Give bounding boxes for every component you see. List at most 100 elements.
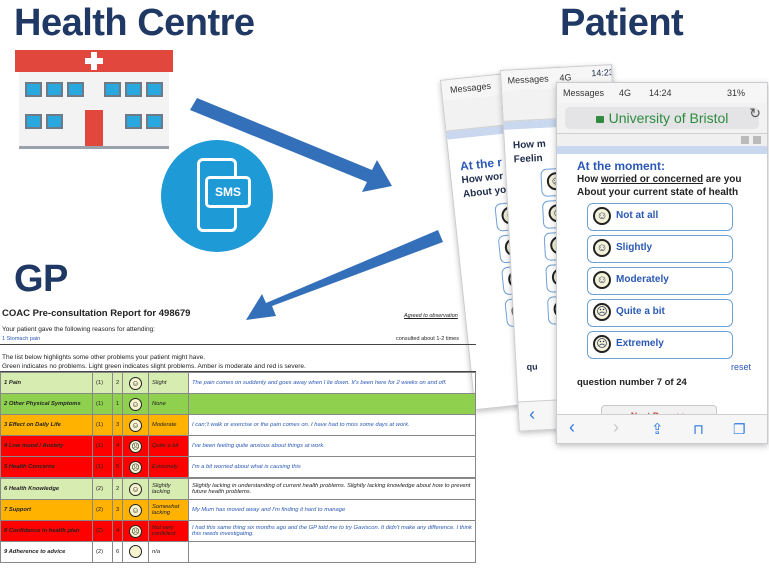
option-extremely[interactable]: ☹ Extremely — [587, 331, 733, 359]
phone-screen-front: Messages 4G 14:24 31% University of Bris… — [556, 82, 768, 444]
window-icon — [741, 136, 749, 144]
tabs-icon[interactable]: ❐ — [733, 421, 746, 437]
chevron-right-icon[interactable]: › — [613, 417, 619, 437]
problem-weight: (1) — [92, 372, 113, 394]
neutral-face-icon: ☺ — [593, 271, 611, 289]
problem-comment — [188, 541, 476, 563]
face-cell: ☺ — [122, 393, 149, 415]
question-fragment: How m — [512, 138, 547, 152]
address-bar[interactable]: University of Bristol ↻ — [557, 103, 767, 134]
smiley-face-icon: ☺ — [129, 376, 142, 390]
option-not-at-all[interactable]: ☺Not at all — [587, 203, 733, 231]
share-icon[interactable]: ⇪ — [651, 421, 664, 438]
status-time: 14:23 — [591, 67, 615, 79]
problem-comment: I've been feeling quite anxious about th… — [188, 435, 476, 457]
window — [46, 82, 63, 97]
problem-level: Extremely — [148, 456, 189, 478]
sad-face-icon: ☹ — [129, 460, 142, 474]
window — [46, 114, 63, 129]
sad-face-icon: ☹ — [129, 439, 142, 453]
problem-score: 4 — [112, 520, 123, 542]
sms-bubble: SMS — [205, 176, 251, 208]
window — [25, 82, 42, 97]
divider — [0, 371, 476, 372]
reasons-intro: Your patient gave the following reasons … — [2, 326, 155, 333]
observation-link[interactable]: Agreed to observation — [404, 313, 458, 319]
question-progress: question number 7 of 24 — [577, 377, 687, 388]
problem-level: Quite a bit — [148, 435, 189, 457]
question-fragment: How wor — [461, 170, 504, 187]
problem-name: 4 Low mood / Anxiety — [0, 435, 93, 457]
problem-score: 3 — [112, 414, 123, 436]
smiley-face-icon: ☺ — [593, 207, 611, 225]
chevron-left-icon[interactable]: ‹ — [528, 403, 536, 424]
status-app: Messages — [507, 73, 549, 86]
problem-comment: My Mum has moved away and I'm finding it… — [188, 499, 476, 521]
option-slightly[interactable]: ☺Slightly — [587, 235, 733, 263]
status-app: Messages — [449, 80, 492, 95]
color-legend: Green indicates no problems. Light green… — [2, 363, 306, 370]
problem-level: Somewhat lacking — [148, 499, 189, 521]
arrow-to-gp — [246, 230, 443, 320]
question-subtext: About your current state of health — [577, 187, 739, 198]
status-bar: Messages 4G 14:24 31% — [557, 83, 767, 103]
browser-toolbar: ‹ › ⇪ ⊓ ❐ — [557, 414, 767, 443]
problem-name: 6 Health Knowledge — [0, 478, 93, 500]
problem-score: 1 — [112, 393, 123, 415]
option-quite-a-bit[interactable]: ☹Quite a bit — [587, 299, 733, 327]
problem-level: n/a — [148, 541, 189, 563]
list-intro: The list below highlights some other pro… — [2, 354, 206, 361]
problem-comment — [188, 393, 476, 415]
page-header-strip — [557, 134, 767, 146]
window — [25, 114, 42, 129]
option-label: Extremely — [616, 338, 664, 349]
crying-face-icon: ☹ — [593, 335, 611, 353]
question-fragment: Feelin — [513, 152, 543, 166]
problem-level: Slightly lacking — [148, 478, 189, 500]
problem-weight: (1) — [92, 414, 113, 436]
face-cell: ☹ — [122, 520, 149, 542]
face-cell: ☺ — [122, 372, 149, 394]
problem-comment: I'm a bit worried about what is causing … — [188, 456, 476, 478]
window — [67, 82, 84, 97]
problem-level: Moderate — [148, 414, 189, 436]
problem-comment: I had this same thing six months ago and… — [188, 520, 476, 542]
option-moderately[interactable]: ☺Moderately — [587, 267, 733, 295]
problem-level: Slight — [148, 372, 189, 394]
question-post: are you — [703, 174, 742, 185]
patient-title: Patient — [560, 2, 684, 44]
problem-score: 2 — [112, 478, 123, 500]
problem-weight: (2) — [92, 520, 113, 542]
window — [125, 82, 142, 97]
question-text: How worried or concerned are you — [577, 174, 742, 185]
question-fragment: About yo — [462, 184, 507, 201]
sad-face-icon: ☹ — [593, 303, 611, 321]
table-row: 2 Other Physical Symptoms(1)1☺None — [0, 393, 476, 415]
table-row: 8 Confidence in health plan(2)4☹Not very… — [0, 520, 476, 542]
hospital-building-icon — [15, 50, 173, 149]
problem-score: 4 — [112, 435, 123, 457]
arrow-to-patient — [190, 98, 392, 192]
question-pre: How — [577, 174, 601, 185]
reload-icon[interactable]: ↻ — [749, 105, 761, 121]
problem-name: 3 Effect on Daily Life — [0, 414, 93, 436]
medical-cross-icon — [84, 52, 104, 70]
problem-comment: I can;'t walk or exercise or the pain co… — [188, 414, 476, 436]
reset-link[interactable]: reset — [731, 362, 752, 372]
sad-face-icon: ☹ — [129, 524, 142, 538]
book-icon[interactable]: ⊓ — [693, 421, 704, 437]
face-cell — [122, 541, 149, 563]
problem-comment: Slightly lacking in understanding of cur… — [188, 478, 476, 500]
problem-comment: The pain comes on suddenly and goes away… — [188, 372, 476, 394]
url-field[interactable]: University of Bristol — [565, 107, 759, 129]
reason-item: 1 Stomach pain — [2, 336, 41, 342]
problem-level: None — [148, 393, 189, 415]
gp-title: GP — [14, 258, 68, 300]
chevron-left-icon[interactable]: ‹ — [569, 417, 575, 437]
face-cell: ☺ — [122, 414, 149, 436]
report-title: COAC Pre-consultation Report for 498679 — [2, 308, 191, 319]
empty-circle-icon — [129, 544, 142, 558]
